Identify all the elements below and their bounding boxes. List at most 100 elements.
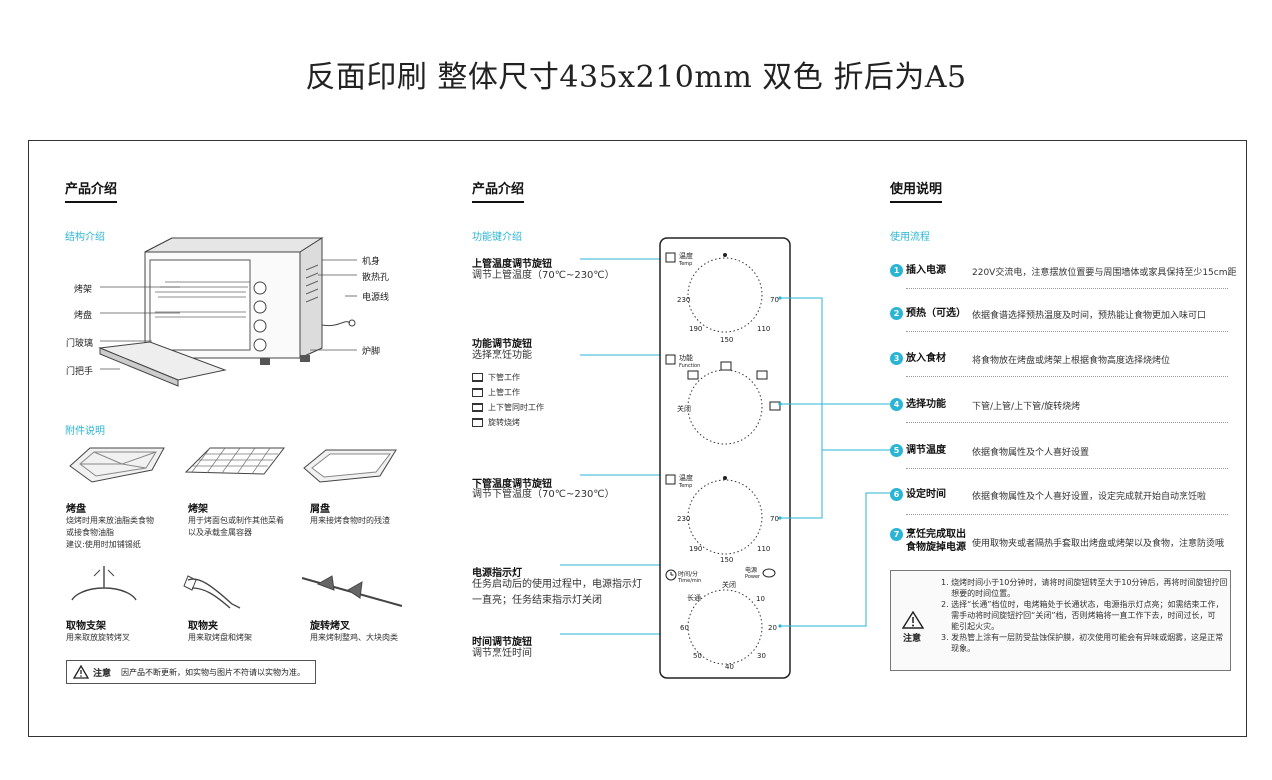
step-1-number: 1	[890, 264, 903, 277]
top-tick-110: 110	[757, 325, 771, 333]
step-7-title: 烹饪完成取出 食物旋掉电源	[906, 529, 966, 553]
rotisserie-fork-image	[301, 575, 403, 607]
knob-function-desc: 选择烹饪功能	[472, 350, 532, 361]
bottom-heater-icon	[472, 373, 483, 382]
acc-desc-crumb-tray: 用来接烤食物时的残渣	[310, 516, 390, 525]
time-tick-10: 10	[756, 595, 765, 603]
bottom-tick-230: 230	[677, 515, 691, 523]
bottom-tick-70: 70	[770, 515, 779, 523]
function-knob	[687, 369, 763, 445]
knob-time-desc: 调节烹饪时间	[472, 648, 532, 659]
acc-name-baking-tray: 烤盘	[66, 504, 86, 515]
power-light-title: 电源指示灯	[472, 568, 522, 579]
baking-tray-image	[69, 447, 165, 483]
knob-bottom-temp-title: 下管温度调节旋钮	[472, 479, 552, 490]
step-2-desc: 依据食谱选择预热温度及时间，预热能让食物更加入味可口	[972, 311, 1207, 321]
label-rack: 烤架	[74, 285, 93, 295]
time-tick-always-on: 长通	[687, 594, 701, 602]
legend-rotisserie: 旋转烧烤	[472, 417, 520, 428]
label-foot: 炉脚	[362, 347, 381, 357]
knob-time-title: 时间调节旋钮	[472, 637, 532, 648]
acc-name-rack: 烤架	[188, 504, 208, 515]
function-subtitle: 功能键介绍	[472, 232, 522, 243]
step-divider	[906, 331, 1228, 332]
step-1-desc: 220V交流电，注意摆放位置要与周围墙体或家具保持至少15cm距	[972, 268, 1237, 278]
label-baking-tray: 烤盘	[74, 311, 93, 321]
time-knob	[687, 589, 763, 665]
top-tick-150: 150	[720, 336, 734, 344]
top-tick-70: 70	[770, 296, 779, 304]
bottom-tick-190: 190	[689, 545, 703, 553]
acc-desc-rotisserie-holder: 用来取放旋转烤叉	[66, 633, 130, 642]
step-divider	[906, 422, 1228, 423]
time-tick-50: 50	[693, 652, 702, 660]
knob-top-temp-desc: 调节上管温度（70℃~230℃）	[472, 270, 615, 281]
caution-box: 注意 1. 烧烤时间小于10分钟时，请将时间旋钮转至大于10分钟后，再将时间旋钮…	[890, 570, 1231, 671]
crumb-tray-image	[303, 449, 397, 483]
step-4-desc: 下管/上管/上下管/旋转烧烤	[972, 402, 1081, 412]
time-tick-60: 60	[680, 624, 689, 632]
knob-bottom-temp-desc: 调节下管温度（70℃~230℃）	[472, 489, 615, 500]
control-panel	[659, 237, 791, 679]
acc-desc-tray-clip: 用来取烤盘和烤架	[188, 633, 252, 642]
bottom-temp-icon	[665, 474, 676, 485]
power-light	[762, 568, 776, 578]
step-5-number: 5	[890, 444, 903, 457]
step-2-number: 2	[890, 307, 903, 320]
notice-label: 注意	[93, 669, 112, 679]
top-heater-icon	[472, 388, 483, 397]
step-7-number: 7	[890, 528, 903, 541]
step-6-number: 6	[890, 488, 903, 501]
acc-desc-rack: 用于烤面包或制作其他菜肴 以及承载金属容器	[188, 516, 284, 537]
acc-desc-baking-tray: 烧烤时用来放油脂类食物 或接食物油脂 建议:使用时加铺锡纸	[66, 516, 154, 549]
rotisserie-icon	[472, 418, 483, 427]
accessories-subtitle: 附件说明	[65, 426, 105, 437]
step-3-desc: 将食物放在烤盘或烤架上根据食物高度选择烧烤位	[972, 356, 1171, 366]
acc-name-tray-clip: 取物夹	[188, 621, 218, 632]
step-2-title: 预热（可选）	[906, 308, 966, 319]
legend-bottom-heater: 下管工作	[472, 372, 520, 383]
tray-clip-image	[183, 575, 241, 609]
both-heaters-icon	[472, 403, 483, 412]
label-vent: 散热孔	[362, 273, 390, 283]
acc-desc-rotisserie-fork: 用来烤制整鸡、大块肉类	[310, 633, 398, 642]
time-tick-30: 30	[757, 652, 766, 660]
function-icon	[665, 354, 676, 365]
knob-function-title: 功能调节旋钮	[472, 339, 532, 350]
time-tick-40: 40	[725, 663, 734, 671]
time-tick-off: 关闭	[722, 581, 736, 589]
time-tick-20: 20	[768, 624, 777, 632]
step-5-desc: 依据食物属性及个人喜好设置	[972, 448, 1090, 458]
notice-box: 注意 因产品不断更新，如实物与图片不符请以实物为准。	[66, 660, 316, 684]
acc-name-crumb-tray: 屑盘	[310, 504, 330, 515]
bottom-temp-knob	[687, 479, 763, 555]
bottom-tick-110: 110	[757, 545, 771, 553]
step-5-title: 调节温度	[906, 445, 946, 456]
power-light-desc: 任务启动后的使用过程中，电源指示灯 一直亮；任务结束指示灯关闭	[472, 579, 642, 606]
step-3-number: 3	[890, 352, 903, 365]
structure-subtitle: 结构介绍	[65, 232, 105, 243]
step-6-title: 设定时间	[906, 489, 946, 500]
step-divider	[906, 376, 1228, 377]
notice-text: 因产品不断更新，如实物与图片不符请以实物为准。	[121, 668, 305, 677]
step-4-number: 4	[890, 398, 903, 411]
step-divider	[906, 514, 1228, 515]
top-temp-icon	[665, 252, 676, 263]
label-door-glass: 门玻璃	[66, 339, 94, 349]
step-divider	[906, 288, 1228, 289]
label-door-handle: 门把手	[66, 367, 94, 377]
right-section-title: 使用说明	[890, 178, 943, 203]
usage-flow-subtitle: 使用流程	[890, 232, 930, 243]
left-section-title: 产品介绍	[65, 178, 118, 203]
warning-icon	[73, 665, 89, 679]
step-4-title: 选择功能	[906, 399, 946, 410]
acc-name-rotisserie-fork: 旋转烤叉	[310, 621, 350, 632]
acc-name-rotisserie-holder: 取物支架	[66, 621, 106, 632]
step-1-title: 插入电源	[906, 265, 946, 276]
caution-text: 1. 烧烤时间小于10分钟时，请将时间旋钮转至大于10分钟后，再将时间旋钮拧回 …	[941, 578, 1228, 653]
oven-illustration	[98, 237, 357, 387]
top-tick-230: 230	[677, 296, 691, 304]
